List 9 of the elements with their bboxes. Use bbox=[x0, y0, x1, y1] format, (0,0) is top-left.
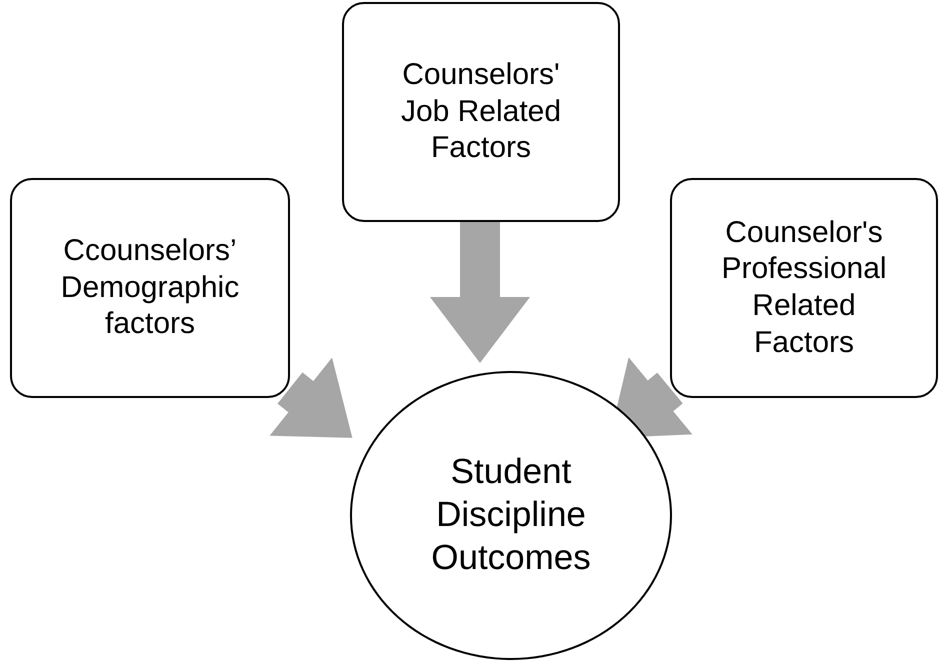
node-label: Counselors' Job Related Factors bbox=[400, 57, 562, 166]
block-arrow bbox=[270, 358, 352, 438]
factor-box bbox=[670, 178, 938, 398]
block-arrow bbox=[430, 222, 530, 363]
node-label: Counselor's Professional Related Factors bbox=[720, 214, 888, 361]
factor-box bbox=[342, 2, 620, 222]
node-label: Student Discipline Outcomes bbox=[430, 451, 592, 579]
factor-box bbox=[10, 178, 290, 398]
node-label: Ccounselors’ Demographic factors bbox=[60, 233, 240, 342]
